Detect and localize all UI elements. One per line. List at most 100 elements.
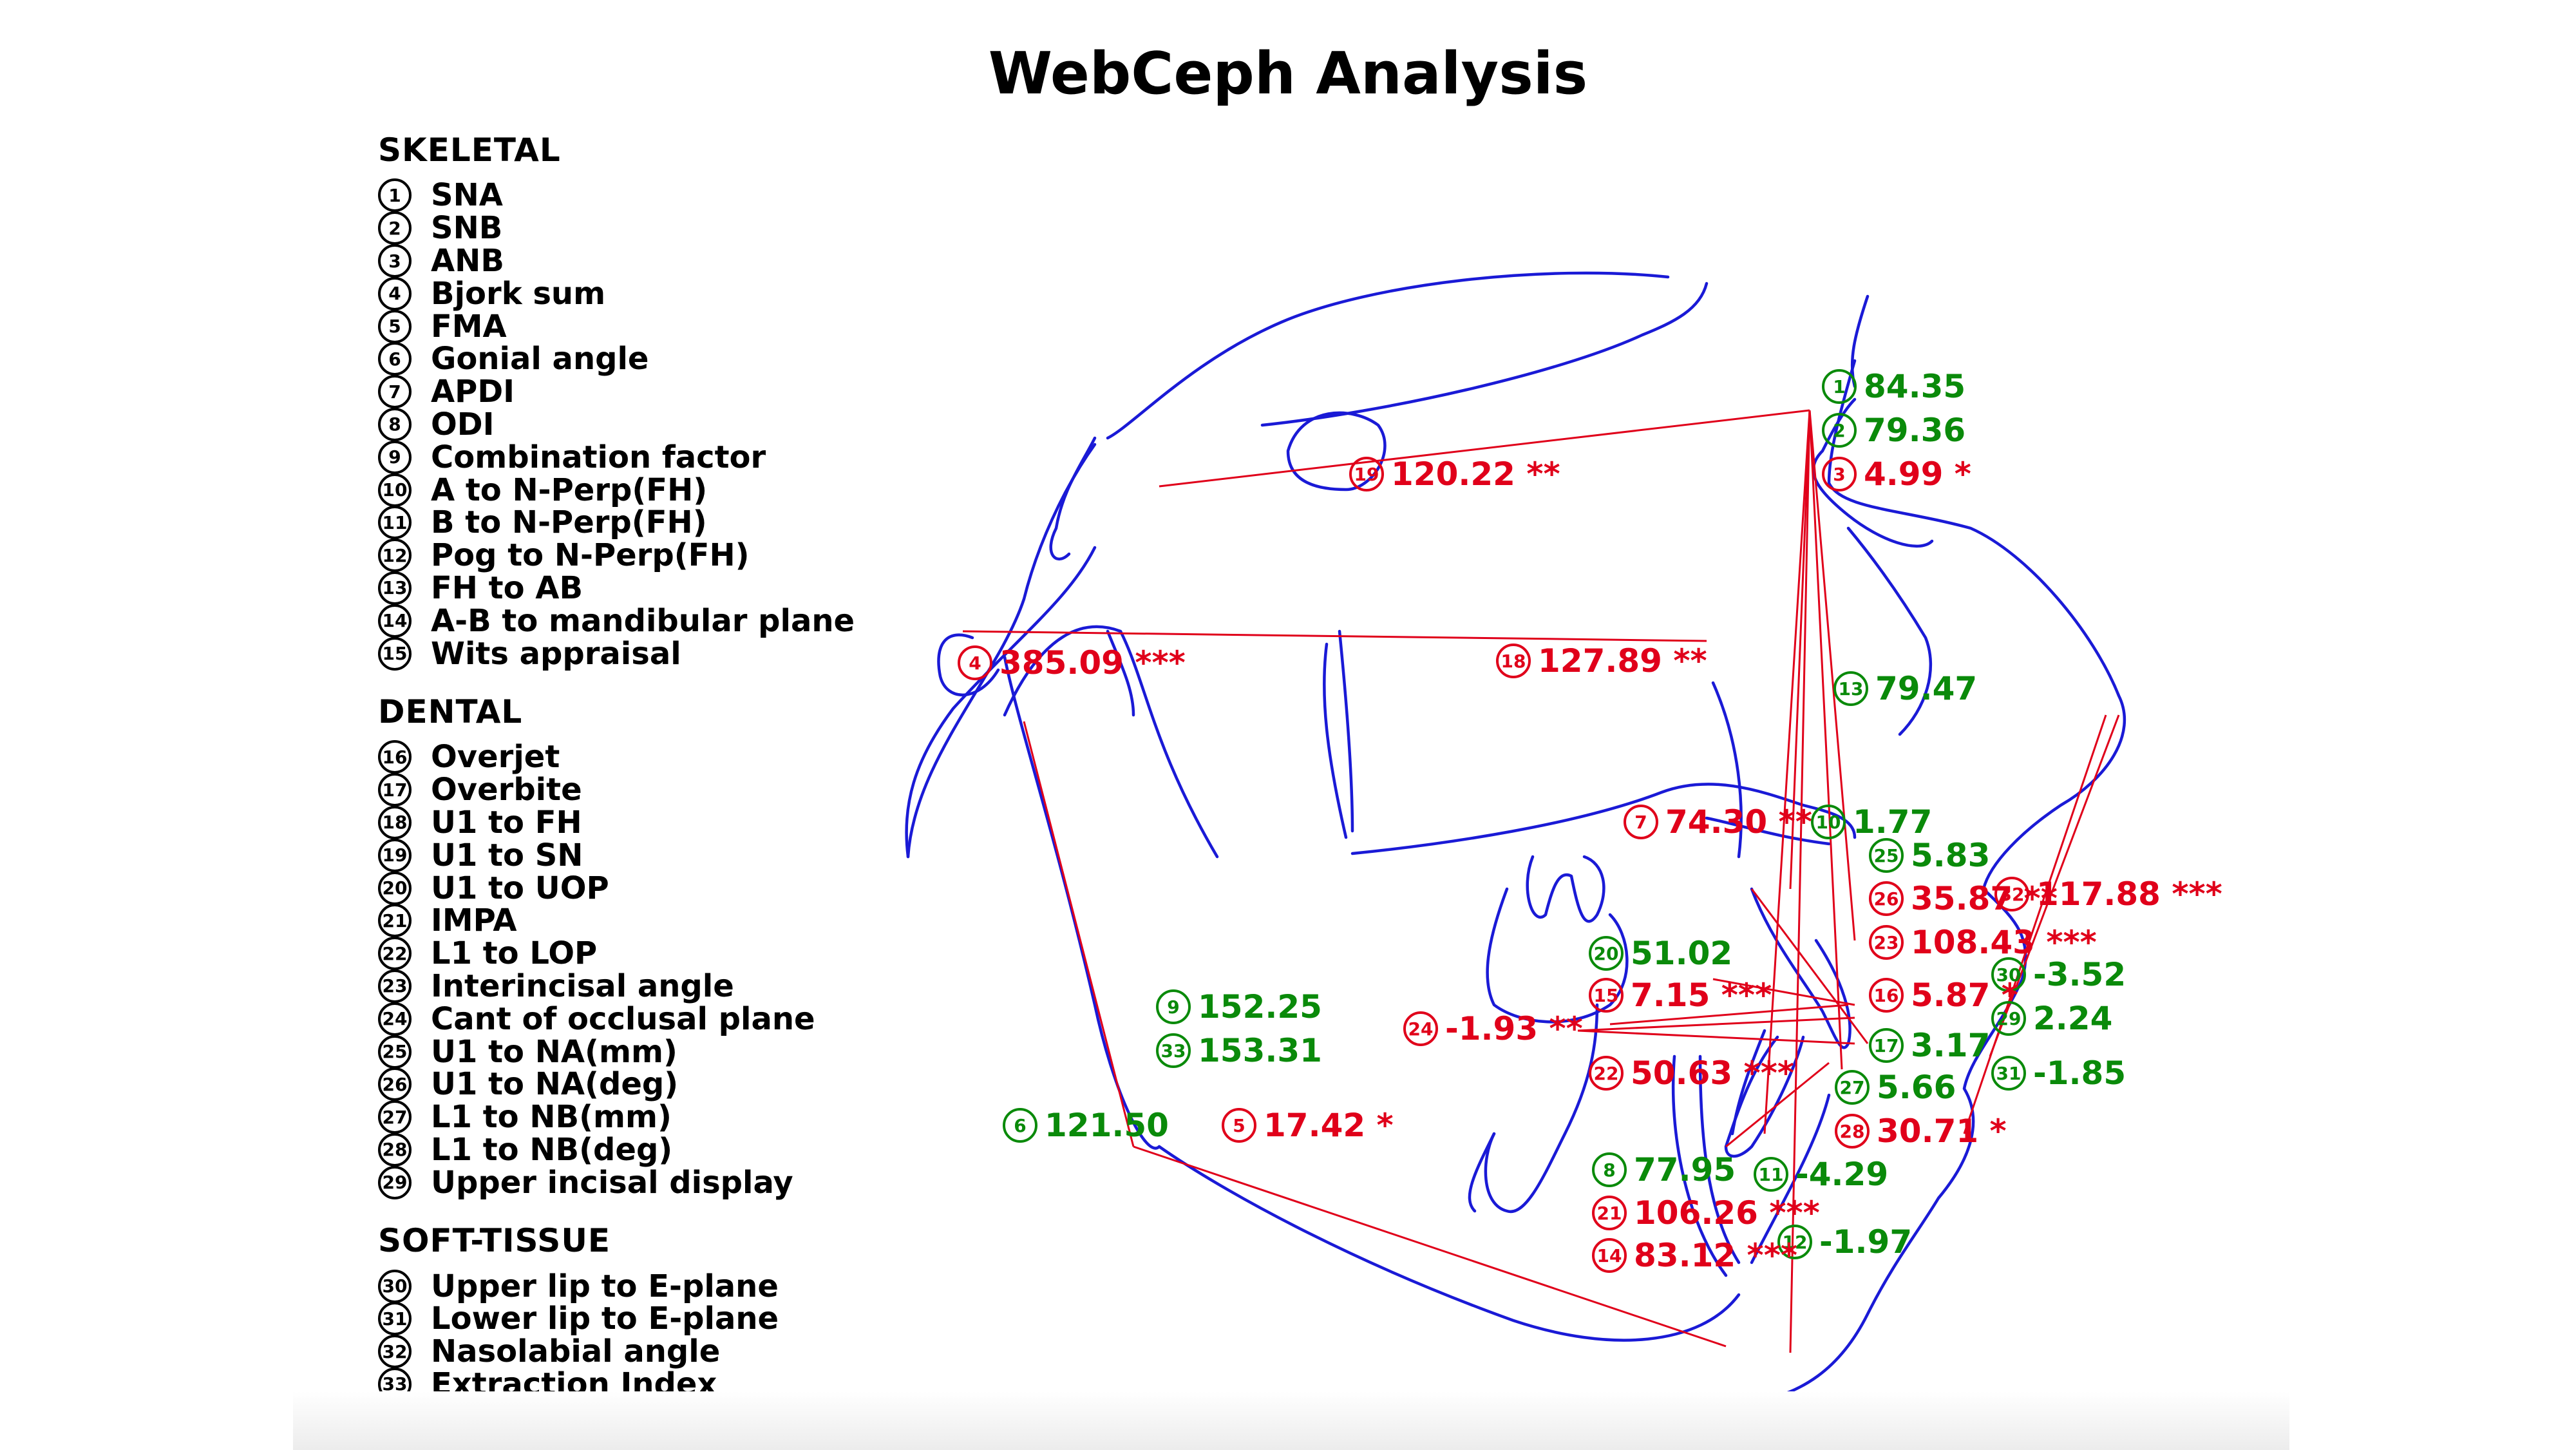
legend-item-number: 18 (378, 805, 412, 839)
measurement-number: 2 (1833, 420, 1845, 441)
measurement-number: 31 (1996, 1063, 2022, 1084)
legend-item-label: Pog to N-Perp(FH) (431, 537, 750, 574)
legend-item-number: 14 (378, 604, 412, 638)
measurement-number-circle (1822, 457, 1857, 491)
measurement-number-circle (1156, 989, 1191, 1024)
measurement-number: 4 (969, 653, 981, 674)
legend-item: 23 Interincisal angle (378, 968, 1086, 1004)
measurement-value: 121.50 (1045, 1107, 1169, 1144)
measurement-number-circle (1592, 1238, 1627, 1273)
legend-item-label: Nasolabial angle (431, 1333, 721, 1370)
measurement-number: 30 (1996, 964, 2022, 986)
measurement-number: 8 (1603, 1159, 1615, 1181)
measurement-number-circle (1222, 1108, 1256, 1143)
legend-item-number: 29 (378, 1165, 412, 1199)
page-footer-shade (293, 1391, 2289, 1450)
measurement-label: 24-1.93 ** (1403, 1010, 1583, 1047)
legend-item-number: 22 (378, 937, 412, 971)
legend-item-number: 3 (378, 244, 412, 278)
measurement-value: -1.97 (1819, 1223, 1912, 1261)
legend-item-label: L1 to NB(mm) (431, 1099, 672, 1136)
measurement-value: -1.85 (2033, 1054, 2126, 1092)
legend-section-heading: SKELETAL (378, 131, 561, 169)
measurement-value: 17.42 * (1264, 1107, 1394, 1144)
measurement-number: 18 (1501, 651, 1526, 672)
measurement-value: 385.09 *** (999, 644, 1186, 682)
legend-item-number: 30 (378, 1269, 412, 1303)
measurement-value: 5.66 (1877, 1069, 1956, 1106)
legend-item-number: 26 (378, 1067, 412, 1102)
measurement-number-circle (1624, 805, 1658, 839)
measurement-number: 29 (1996, 1008, 2022, 1029)
measurement-number: 21 (1597, 1203, 1622, 1224)
measurement-label: 30 -3.52 (1991, 956, 2126, 993)
measurement-number: 7 (1634, 812, 1647, 833)
legend-item-number: 11 (378, 506, 412, 540)
measurement-number: 1 (1833, 376, 1845, 397)
legend-item-number: 24 (378, 1002, 412, 1036)
legend-item-label: Interincisal angle (431, 968, 734, 1004)
measurement-number: 15 (1594, 985, 1619, 1006)
measurement-number-circle (1869, 978, 1904, 1013)
measurement-value: 2.24 (2033, 1000, 2112, 1037)
measurement-value: -3.52 (2033, 956, 2126, 993)
measurement-number-circle (1403, 1011, 1438, 1046)
measurement-value: 79.47 (1875, 670, 1977, 707)
measurement-number: 20 (1594, 943, 1619, 964)
measurement-value: 152.25 (1198, 988, 1322, 1025)
measurement-number-circle (1869, 881, 1904, 916)
legend-item-label: Gonial angle (431, 341, 649, 377)
measurement-value: 108.43 *** (1911, 924, 2097, 961)
measurement-number-circle (1592, 1152, 1627, 1187)
measurement-number: 19 (1354, 464, 1379, 485)
measurement-label: 11-4.29 (1754, 1156, 1888, 1193)
legend-item: 27 L1 to NB(mm) (378, 1099, 1086, 1136)
legend-item-label: Cant of occlusal plane (431, 1000, 815, 1037)
measurement-number-circle (1835, 1070, 1870, 1105)
legend-item-label: FH to AB (431, 569, 583, 606)
measurement-value: 79.36 (1864, 412, 1965, 449)
measurement-number-circle (1822, 413, 1857, 448)
measurement-number: 32 (2000, 884, 2025, 905)
measurement-number: 25 (1874, 845, 1899, 866)
legend-item-label: FMA (431, 308, 507, 345)
measurement-number: 33 (1161, 1040, 1186, 1062)
legend-item-number: 20 (378, 871, 412, 905)
legend-item-label: Lower lip to E-plane (431, 1301, 779, 1337)
legend-item-number: 27 (378, 1100, 412, 1134)
measurement-number: 27 (1840, 1077, 1865, 1098)
legend-item-number: 7 (378, 375, 412, 409)
legend-item-number: 23 (378, 969, 412, 1003)
measurement-value: 106.26 *** (1634, 1194, 1820, 1232)
legend-item-number: 6 (378, 342, 412, 376)
measurement-label: 21 106.26 *** (1592, 1194, 1820, 1232)
legend-section-heading: SOFT-TISSUE (378, 1222, 611, 1260)
measurement-number-circle (1991, 1056, 2026, 1091)
legend-item-label: U1 to NA(deg) (431, 1066, 679, 1103)
measurement-number-circle (1589, 936, 1624, 971)
legend-item-label: SNA (431, 177, 503, 214)
legend-item-number: 21 (378, 904, 412, 938)
measurement-number: 26 (1874, 888, 1899, 910)
legend-item-label: APDI (431, 374, 515, 410)
legend-item-number: 19 (378, 838, 412, 872)
measurement-number-circle (1777, 1225, 1812, 1259)
measurement-number-circle (1003, 1108, 1037, 1143)
measurement-number-circle (1869, 1028, 1904, 1063)
measurement-number: 3 (1833, 464, 1845, 485)
